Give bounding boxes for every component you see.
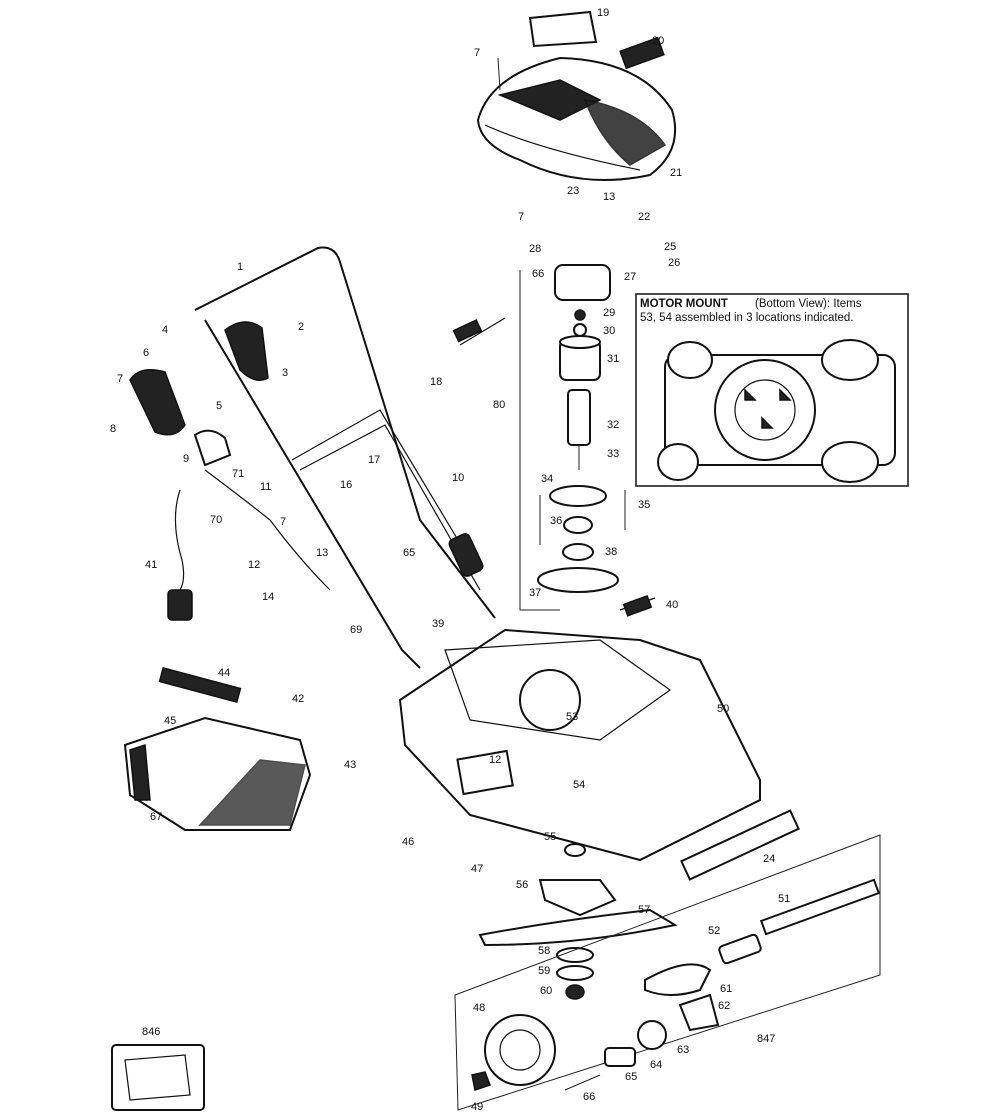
- motor-mount-text-2: 53, 54 assembled in 3 locations indicate…: [640, 312, 854, 324]
- callout-11: 11: [260, 481, 271, 493]
- callout-30: 30: [603, 325, 615, 337]
- callout-44: 44: [218, 667, 230, 679]
- callout-54: 54: [573, 779, 585, 791]
- callout-50: 50: [717, 703, 729, 715]
- motor-mount-text-1: (Bottom View): Items: [755, 298, 862, 310]
- callout-9: 9: [183, 453, 189, 465]
- callout-56: 56: [516, 879, 528, 891]
- callout-7b: 7: [518, 211, 524, 223]
- callout-21: 21: [670, 167, 682, 179]
- callout-42: 42: [292, 693, 304, 705]
- callout-20: 20: [652, 35, 664, 47]
- callout-70: 70: [210, 514, 222, 526]
- callout-24: 24: [763, 853, 775, 865]
- callout-3: 3: [282, 367, 288, 379]
- callout-38: 38: [605, 546, 617, 558]
- callout-26: 26: [668, 257, 680, 269]
- callout-57: 57: [638, 904, 650, 916]
- callout-2: 2: [298, 321, 304, 333]
- callout-13: 13: [603, 191, 615, 203]
- callout-58: 58: [538, 945, 550, 957]
- callout-25: 25: [664, 241, 676, 253]
- motor-mount-title: MOTOR MOUNT: [640, 298, 728, 310]
- part-handle: [194, 246, 496, 669]
- callout-37: 37: [529, 587, 541, 599]
- callout-23: 23: [567, 185, 579, 197]
- callout-43: 43: [344, 759, 356, 771]
- callout-16: 16: [340, 479, 352, 491]
- callout-35: 35: [638, 499, 650, 511]
- part-motor-stack: [452, 264, 656, 617]
- part-grass-bag: [123, 666, 312, 831]
- callout-55: 55: [544, 831, 556, 843]
- callout-22: 22: [638, 211, 650, 223]
- callout-69: 69: [350, 624, 362, 636]
- callout-13b: 13: [316, 547, 328, 559]
- callout-12: 12: [248, 559, 260, 571]
- callout-61: 61: [720, 983, 732, 995]
- callout-18: 18: [430, 376, 442, 388]
- callout-80: 80: [493, 399, 505, 411]
- callout-65: 65: [403, 547, 415, 559]
- callouts: 19 20 7 21 23 13 7 22 28 25 66 26 27 29 …: [110, 7, 790, 1113]
- callout-63: 63: [677, 1044, 689, 1056]
- callout-66: 66: [532, 268, 544, 280]
- callout-33: 33: [607, 448, 619, 460]
- callout-62: 62: [718, 1000, 730, 1012]
- callout-64: 64: [650, 1059, 662, 1071]
- part-motor-cover: [476, 10, 677, 181]
- callout-6: 6: [143, 347, 149, 359]
- callout-19: 19: [597, 7, 609, 19]
- callout-34: 34: [541, 473, 553, 485]
- callout-8: 8: [110, 423, 116, 435]
- callout-7: 7: [474, 47, 480, 59]
- callout-71: 71: [232, 468, 244, 480]
- callout-53: 53: [566, 711, 578, 723]
- part-blade-assembly: [478, 809, 800, 1000]
- callout-846: 846: [142, 1026, 160, 1038]
- callout-7d: 7: [280, 516, 286, 528]
- callout-1: 1: [237, 261, 243, 273]
- callout-7c: 7: [117, 373, 123, 385]
- callout-10: 10: [452, 472, 464, 484]
- callout-52: 52: [708, 925, 720, 937]
- part-axle-kit: [454, 834, 881, 1111]
- callout-847: 847: [757, 1033, 775, 1045]
- callout-12b: 12: [489, 754, 501, 766]
- part-switch-box: [129, 369, 331, 621]
- part-bag-846: [111, 1044, 205, 1111]
- part-deck: [398, 628, 761, 862]
- callout-48: 48: [473, 1002, 485, 1014]
- callout-14: 14: [262, 591, 274, 603]
- callout-39: 39: [432, 618, 444, 630]
- callout-67: 67: [150, 811, 162, 823]
- callout-4: 4: [162, 324, 168, 336]
- callout-31: 31: [607, 353, 619, 365]
- callout-5: 5: [216, 400, 222, 412]
- callout-47: 47: [471, 863, 483, 875]
- callout-17: 17: [368, 454, 380, 466]
- callout-66b: 66: [583, 1091, 595, 1103]
- callout-41: 41: [145, 559, 157, 571]
- callout-40: 40: [666, 599, 678, 611]
- callout-27: 27: [624, 271, 636, 283]
- callout-46: 46: [402, 836, 414, 848]
- callout-36: 36: [550, 515, 562, 527]
- callout-49: 49: [471, 1101, 483, 1113]
- callout-59: 59: [538, 965, 550, 977]
- callout-28: 28: [529, 243, 541, 255]
- callout-45: 45: [164, 715, 176, 727]
- motor-mount-inset: MOTOR MOUNT (Bottom View): Items 53, 54 …: [635, 293, 909, 487]
- callout-60: 60: [540, 985, 552, 997]
- callout-51: 51: [778, 893, 790, 905]
- callout-32: 32: [607, 419, 619, 431]
- callout-29: 29: [603, 307, 615, 319]
- callout-65b: 65: [625, 1071, 637, 1083]
